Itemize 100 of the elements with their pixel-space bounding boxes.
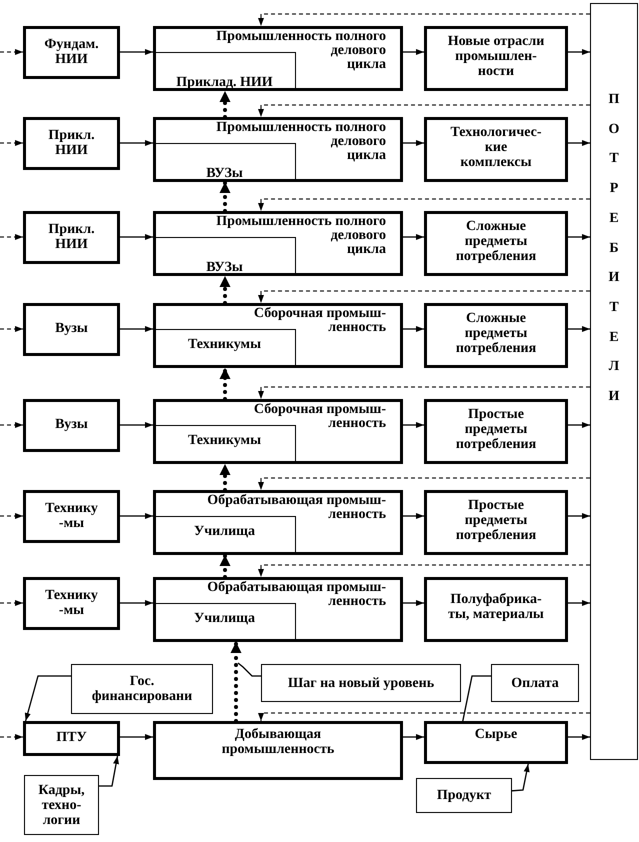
arrow bbox=[403, 422, 424, 428]
arrow bbox=[568, 234, 590, 240]
box-heading: Промышленность полного делового цикла bbox=[216, 214, 386, 257]
dashed-arrow bbox=[258, 14, 590, 26]
dotted-arrow bbox=[220, 366, 230, 401]
leader-arrow bbox=[512, 764, 530, 792]
process-box bbox=[424, 490, 568, 555]
box-label: Прикл. НИИ bbox=[48, 128, 95, 158]
arrow bbox=[568, 49, 590, 55]
process-box bbox=[153, 211, 403, 276]
arrow bbox=[120, 600, 153, 606]
box-label: Новые отрасли промышлен- ности bbox=[448, 34, 544, 78]
dashed-arrow bbox=[0, 326, 24, 332]
arrow bbox=[403, 326, 424, 332]
callout-box bbox=[71, 664, 213, 714]
leader-arrow bbox=[24, 675, 71, 722]
arrow bbox=[568, 140, 590, 146]
process-box bbox=[424, 721, 568, 764]
box-label: Вузы bbox=[55, 321, 88, 336]
dashed-arrow bbox=[0, 234, 24, 240]
dashed-arrow bbox=[0, 140, 24, 146]
box-label: Полуфабрика- ты, материалы bbox=[448, 592, 544, 622]
process-box bbox=[153, 303, 403, 368]
box-label: Вузы bbox=[55, 417, 88, 432]
vertical-label: ПОТРЕБИТЕЛИ bbox=[608, 92, 620, 404]
process-box bbox=[153, 721, 403, 780]
arrow bbox=[568, 422, 590, 428]
arrow bbox=[568, 600, 590, 606]
box-heading: Промышленность полного делового цикла bbox=[216, 120, 386, 163]
process-box bbox=[23, 117, 120, 170]
dashed-arrow bbox=[0, 422, 24, 428]
inner-box bbox=[153, 425, 296, 464]
box-label: Техникумы bbox=[188, 433, 262, 448]
box-label: ВУЗы bbox=[206, 260, 243, 275]
box-heading: Промышленность полного делового цикла bbox=[216, 29, 386, 72]
arrow bbox=[403, 234, 424, 240]
process-box bbox=[23, 577, 120, 630]
leader-line bbox=[238, 662, 261, 677]
process-box bbox=[23, 490, 120, 543]
arrow bbox=[120, 140, 153, 146]
callout-text: Продукт bbox=[436, 788, 492, 803]
arrow bbox=[120, 422, 153, 428]
arrow bbox=[403, 600, 424, 606]
process-box bbox=[424, 399, 568, 464]
box-label: Приклад. НИИ bbox=[176, 75, 273, 90]
callout-box bbox=[491, 664, 579, 702]
process-box bbox=[23, 303, 120, 356]
process-box bbox=[424, 117, 568, 182]
callout-text: Оплата bbox=[511, 676, 559, 690]
arrow bbox=[403, 140, 424, 146]
dotted-arrow bbox=[220, 89, 230, 119]
arrow bbox=[568, 734, 590, 740]
arrow bbox=[120, 513, 153, 519]
box-heading: Сборочная промыш- ленность bbox=[254, 402, 386, 431]
process-box bbox=[23, 26, 120, 79]
callout-text: Кадры, техно- логии bbox=[38, 782, 85, 828]
arrow bbox=[120, 734, 153, 740]
arrow bbox=[120, 49, 153, 55]
process-box bbox=[23, 721, 120, 756]
box-label: Сырье bbox=[474, 727, 518, 742]
callout-box bbox=[24, 775, 99, 835]
leader-line bbox=[462, 675, 491, 722]
process-box bbox=[23, 399, 120, 452]
arrow bbox=[568, 513, 590, 519]
box-label: Сложные предметы потребления bbox=[456, 218, 536, 264]
dashed-arrow bbox=[0, 49, 24, 55]
process-box bbox=[153, 26, 403, 91]
dashed-arrow bbox=[0, 734, 24, 740]
box-label: Сложные предметы потребления bbox=[456, 310, 536, 356]
box-label: Технику -мы bbox=[45, 588, 98, 618]
dashed-arrow bbox=[258, 478, 590, 490]
dotted-arrow bbox=[220, 553, 230, 579]
dashed-arrow bbox=[0, 513, 24, 519]
box-heading: Обрабатывающая промыш- ленность bbox=[207, 580, 386, 609]
box-label: Добывающая промышленность bbox=[222, 727, 334, 757]
process-box bbox=[153, 399, 403, 464]
box-label: ВУЗы bbox=[206, 166, 243, 181]
inner-box bbox=[153, 516, 296, 555]
dotted-arrow bbox=[220, 180, 230, 213]
arrow bbox=[120, 234, 153, 240]
box-label: Училища bbox=[194, 524, 255, 539]
box-heading: Сборочная промыш- ленность bbox=[254, 306, 386, 335]
arrow bbox=[568, 326, 590, 332]
arrow bbox=[403, 49, 424, 55]
box-label: Прикл. НИИ bbox=[48, 222, 95, 252]
box-heading: Обрабатывающая промыш- ленность bbox=[207, 493, 386, 522]
arrow bbox=[403, 513, 424, 519]
box-label: Простые предметы потребления bbox=[456, 406, 536, 452]
box-label: Техникумы bbox=[188, 337, 262, 352]
box-label: Простые предметы потребления bbox=[456, 498, 536, 542]
column-box bbox=[590, 3, 638, 760]
process-box bbox=[23, 211, 120, 264]
dashed-arrow bbox=[258, 198, 590, 212]
dashed-arrow bbox=[258, 564, 590, 578]
arrow bbox=[403, 734, 424, 740]
process-box bbox=[424, 26, 568, 91]
callout-box bbox=[416, 778, 512, 813]
inner-box bbox=[153, 329, 296, 368]
arrow bbox=[120, 326, 153, 332]
inner-box bbox=[153, 52, 296, 91]
